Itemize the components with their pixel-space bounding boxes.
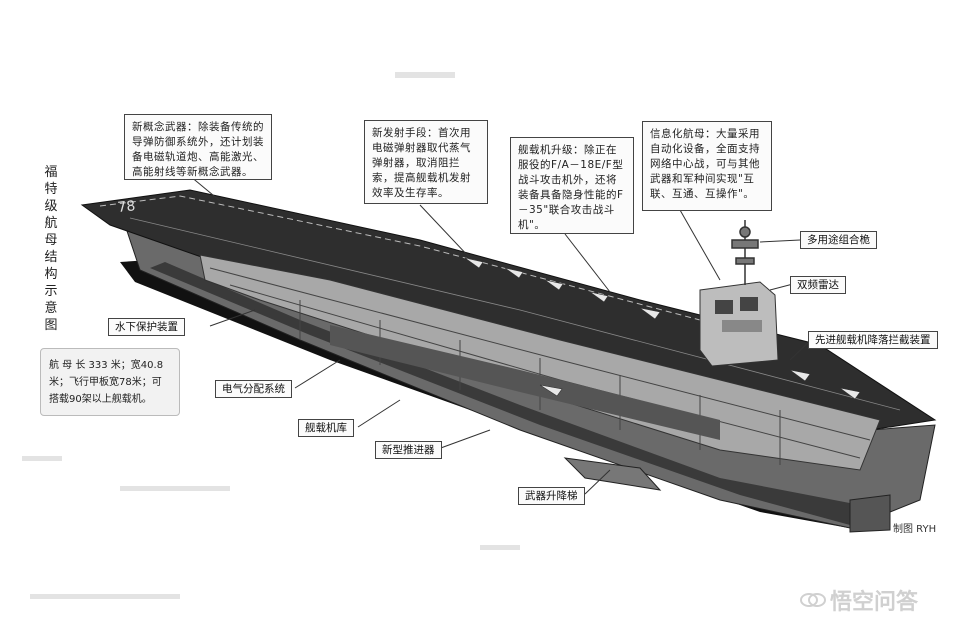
callout-aircraft-upgrade: 舰载机升级：除正在服役的F/A－18E/F型战斗攻击机外，还将装备具备隐身性能的… xyxy=(510,137,634,234)
label-arresting-gear: 先进舰载机降落拦截装置 xyxy=(808,331,938,349)
callout-new-weapons: 新概念武器：除装备传统的导弹防御系统外，还计划装备电磁轨道炮、高能激光、高能射线… xyxy=(124,114,272,180)
chat-bubble-icon xyxy=(800,593,826,607)
label-dual-band-radar: 双频雷达 xyxy=(790,276,846,294)
callout-info-carrier: 信息化航母：大量采用自动化设备，全面支持网络中心战，可与其他武器和军种间实现"互… xyxy=(642,121,772,211)
elevator-platform xyxy=(563,457,662,491)
watermark: 悟空问答 xyxy=(800,584,918,616)
stern xyxy=(849,494,891,533)
hull-lower xyxy=(150,262,880,525)
flight-deck xyxy=(80,189,937,431)
callout-new-launch: 新发射手段：首次用电磁弹射器取代蒸气弹射器，取消阻拦索，提高舰载机发射效率及生存… xyxy=(364,120,488,204)
specs-box: 航 母 长 333 米；宽40.8米；飞行甲板宽78米；可搭载90架以上舰载机。 xyxy=(40,348,180,416)
credit-text: 制图 RYH xyxy=(893,524,937,535)
label-underwater-protection: 水下保护装置 xyxy=(108,318,185,336)
watermark-text: 悟空问答 xyxy=(830,590,919,615)
svg-text:78: 78 xyxy=(117,198,136,216)
label-multi-mast: 多用途组合桅 xyxy=(800,231,877,249)
diagram-title: 福特级航母结构示意图 xyxy=(44,165,58,333)
label-hangar: 舰载机库 xyxy=(298,419,354,437)
label-power-distribution: 电气分配系统 xyxy=(215,380,292,398)
label-weapons-elevator: 武器升降梯 xyxy=(518,487,585,505)
label-propulsion: 新型推进器 xyxy=(375,441,442,459)
